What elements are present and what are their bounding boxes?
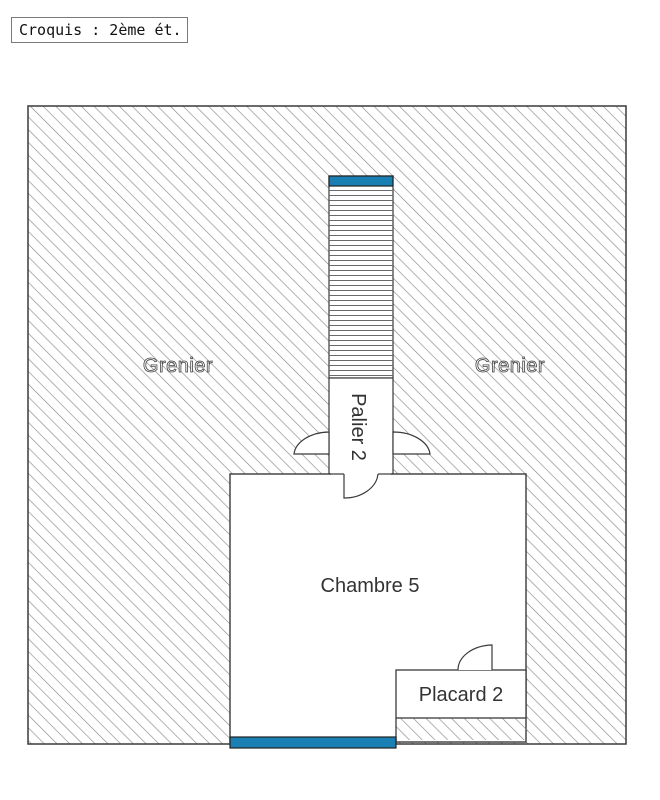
sketch-caption: Croquis : 2ème ét. [11, 17, 188, 43]
door-swing-left-attic [293, 431, 330, 455]
window-bottom [229, 736, 397, 749]
closet [395, 669, 527, 719]
closet-door-swing [457, 644, 493, 671]
stair-steps [329, 186, 393, 378]
attic-left-label: Grenier [143, 355, 213, 377]
window-top [328, 175, 394, 187]
door-swing-right-attic [392, 431, 431, 455]
landing [328, 377, 394, 479]
bedroom-label: Chambre 5 [321, 575, 420, 597]
attic-right-label: Grenier [475, 355, 545, 377]
landing-label: Palier 2 [347, 393, 369, 461]
door-swing-bedroom [343, 473, 379, 499]
closet-label: Placard 2 [419, 684, 504, 706]
